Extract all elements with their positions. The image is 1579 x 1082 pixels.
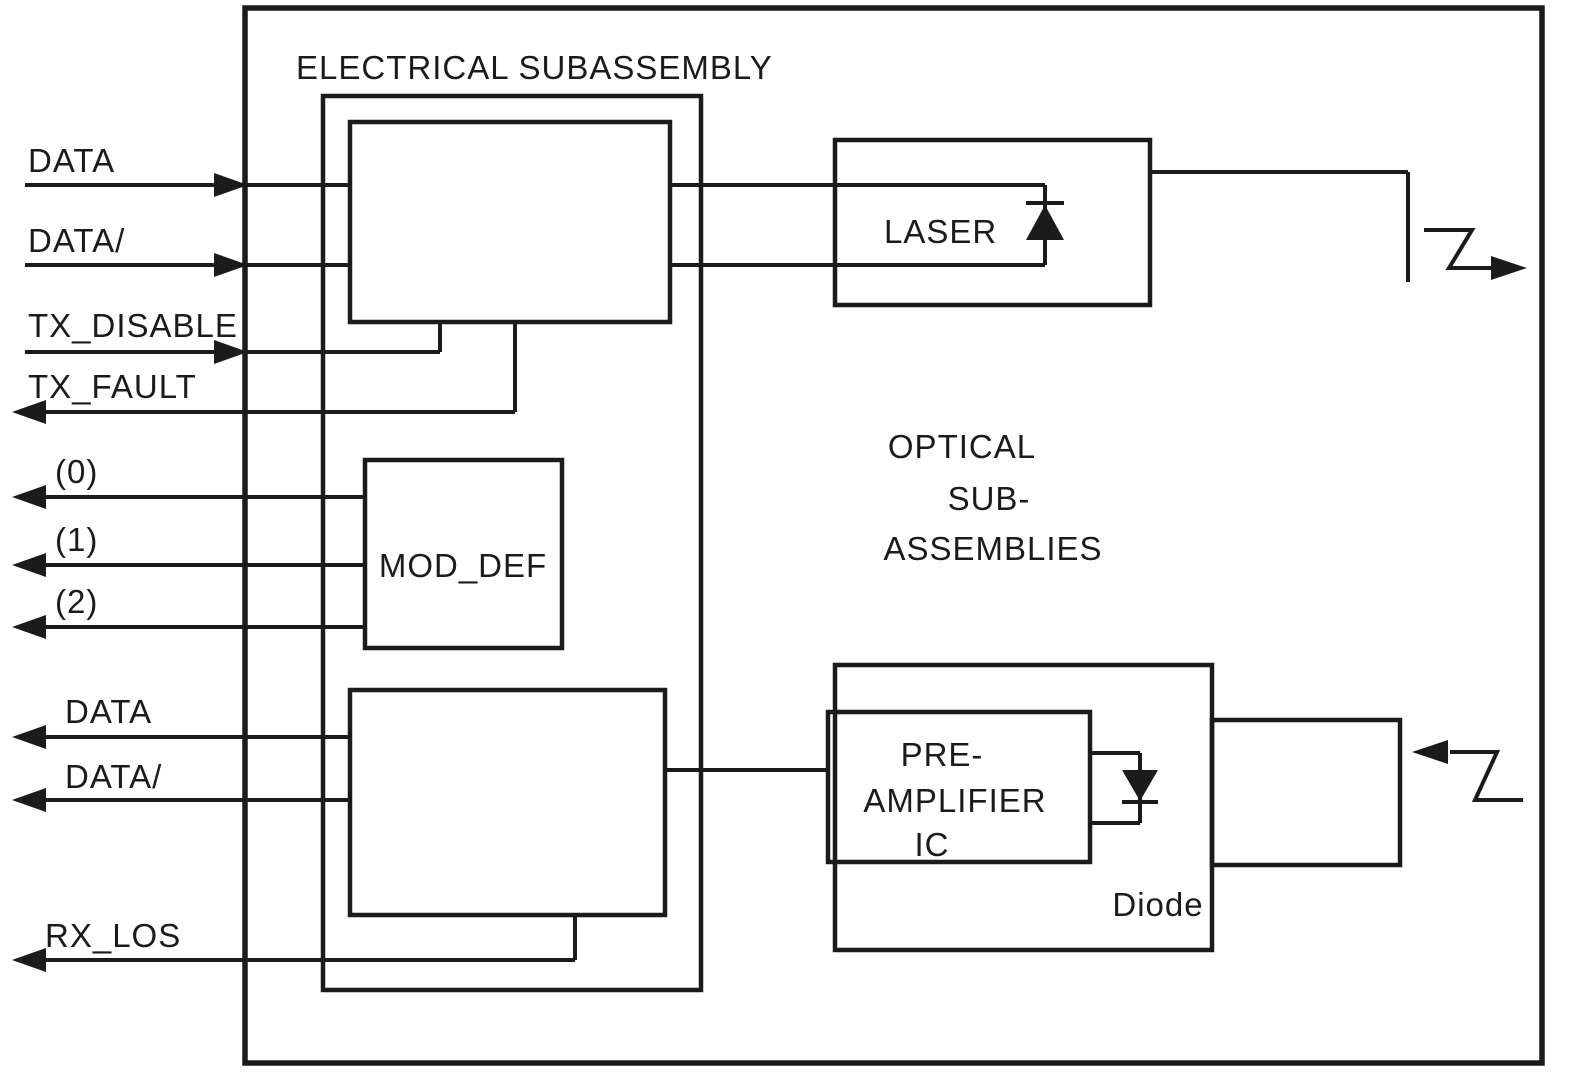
preamplifier-label-line1: PRE- — [901, 736, 984, 773]
rx-data-label: DATA — [65, 693, 152, 730]
rx-data-bar-arrowhead-icon — [12, 788, 46, 812]
laser-diode-icon — [1026, 205, 1064, 240]
mod-def1-label: (1) — [55, 521, 98, 558]
optical-output-zigzag — [1424, 228, 1492, 270]
tx-data-label: DATA — [28, 142, 115, 179]
fiber-receptacle-box — [1209, 717, 1403, 868]
mod-def0-label: (0) — [55, 453, 98, 490]
optical-subassemblies-label-line2: SUB- — [948, 480, 1031, 517]
electrical-subassembly-label: ELECTRICAL SUBASSEMBLY — [296, 49, 773, 86]
photodiode-icon — [1122, 770, 1158, 801]
mod-def2-label: (2) — [55, 583, 98, 620]
optical-subassemblies-label-line3: ASSEMBLIES — [883, 530, 1102, 567]
rx-data-arrowhead-icon — [12, 725, 46, 749]
optical-subassemblies-label-line1: OPTICAL — [888, 428, 1036, 465]
tx-disable-label: TX_DISABLE — [28, 307, 238, 344]
rx-los-label: RX_LOS — [45, 917, 181, 954]
preamplifier-label-line2: AMPLIFIER — [863, 782, 1046, 819]
tx-fault-label: TX_FAULT — [28, 368, 197, 405]
tx-data-bar-label: DATA/ — [28, 222, 125, 259]
laser-label: LASER — [884, 213, 997, 250]
laser-driver-block — [347, 119, 673, 325]
preamplifier-ic-box — [825, 709, 1093, 865]
mod-def2-arrowhead-icon — [12, 615, 46, 639]
mod-def1-arrowhead-icon — [12, 553, 46, 577]
rx-data-bar-label: DATA/ — [65, 758, 162, 795]
diode-label: Diode — [1112, 886, 1203, 923]
receiver-block — [347, 687, 668, 918]
optical-input-arrowhead-icon — [1412, 740, 1448, 764]
module-boundary-box — [242, 5, 1545, 1066]
preamplifier-label-line3: IC — [915, 826, 950, 863]
electrical-subassembly-box — [320, 93, 704, 993]
mod-def-block — [362, 457, 565, 651]
mod-def0-arrowhead-icon — [12, 485, 46, 509]
tx-data-bar-arrowhead-icon — [214, 253, 248, 277]
tx-disable-arrowhead-icon — [214, 340, 248, 364]
tx-data-arrowhead-icon — [214, 173, 248, 197]
tx-fault-arrowhead-icon — [12, 400, 46, 424]
mod-def-label: MOD_DEF — [379, 547, 547, 584]
optical-output-arrowhead-icon — [1491, 256, 1527, 280]
optical-input-zigzag — [1450, 750, 1523, 802]
rx-los-arrowhead-icon — [12, 948, 46, 972]
laser-osa-box — [832, 137, 1153, 308]
